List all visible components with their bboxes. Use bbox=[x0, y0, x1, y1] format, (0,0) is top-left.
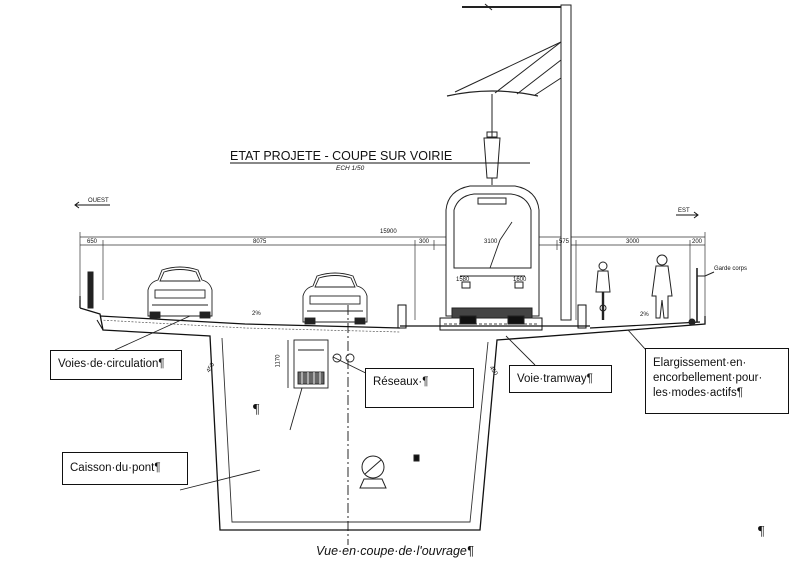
tram-gauge-left: 1580 bbox=[456, 277, 470, 283]
slope-left: 2% bbox=[252, 311, 261, 317]
catenary-mast bbox=[446, 3, 572, 321]
utility-networks bbox=[287, 339, 355, 389]
dim-segment: 3100 bbox=[484, 239, 498, 245]
dim-segment: 3000 bbox=[626, 239, 640, 245]
deck-surface bbox=[99, 304, 701, 333]
ouest-label: OUEST bbox=[88, 198, 109, 204]
dim-total: 15900 bbox=[380, 229, 397, 235]
caisson-equipment bbox=[359, 454, 420, 489]
bollard bbox=[87, 271, 94, 309]
garde-corps-label: Garde corps bbox=[714, 266, 748, 272]
dim-segment: 300 bbox=[419, 239, 430, 245]
callout-voie-tramway: Voie·tramway¶ bbox=[509, 365, 612, 393]
callout-elargissement-line: les·modes·actifs¶ bbox=[653, 387, 743, 399]
cyclist bbox=[595, 261, 611, 320]
dim-segment: 200 bbox=[692, 239, 703, 245]
tramway bbox=[445, 185, 540, 325]
height-reseaux: 1170 bbox=[275, 354, 282, 368]
ouest-arrow-head bbox=[74, 201, 80, 209]
est-arrow-head bbox=[693, 211, 699, 219]
callout-elargissement-line: Elargissement·en· bbox=[653, 357, 747, 369]
dim-segment: 575 bbox=[559, 239, 570, 245]
pedestrian bbox=[651, 254, 673, 319]
callout-elargissement: Elargissement·en· encorbellement·pour· l… bbox=[645, 348, 789, 414]
callout-tramway-text: Voie·tramway¶ bbox=[517, 373, 593, 385]
callout-caisson: Caisson·du·pont¶ bbox=[62, 452, 188, 485]
car-right bbox=[302, 272, 368, 325]
dim-segment: 650 bbox=[87, 239, 98, 245]
tram-gauge-right: 1600 bbox=[513, 277, 527, 283]
drawing-scale: ECH 1/50 bbox=[336, 165, 365, 172]
dim-segment: 8075 bbox=[253, 239, 267, 245]
bridge-box-girder bbox=[79, 296, 706, 531]
dimension-lines bbox=[79, 232, 706, 320]
est-label: EST bbox=[678, 208, 690, 214]
callout-reseaux: Réseaux·¶ bbox=[365, 368, 474, 408]
guard-rail bbox=[688, 268, 715, 326]
callout-voies-circulation: Voies·de·circulation¶ bbox=[50, 350, 182, 380]
callout-elargissement-line: encorbellement·pour· bbox=[653, 372, 763, 384]
slope-right: 2% bbox=[640, 312, 649, 318]
callout-reseaux-text: Réseaux·¶ bbox=[373, 376, 429, 388]
pilcrow-mark: ¶ bbox=[253, 402, 260, 417]
car-left bbox=[147, 266, 213, 319]
pilcrow-mark: ¶ bbox=[758, 524, 765, 539]
caption: Vue·en·coupe·de·l'ouvrage¶ bbox=[316, 544, 474, 558]
drawing-title: ETAT PROJETE - COUPE SUR VOIRIE bbox=[230, 149, 453, 163]
callout-caisson-text: Caisson·du·pont¶ bbox=[70, 462, 161, 474]
callout-voies-text: Voies·de·circulation¶ bbox=[58, 358, 165, 370]
